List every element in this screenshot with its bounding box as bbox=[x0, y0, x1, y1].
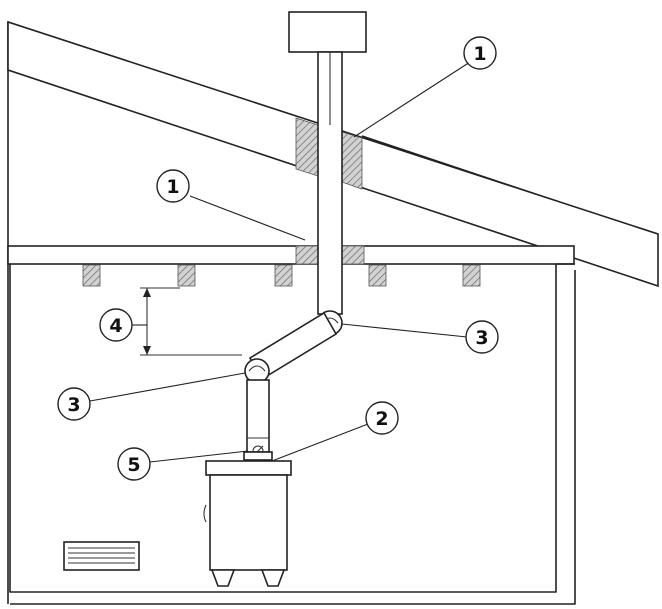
leader-1-mid bbox=[189, 195, 306, 241]
callout-1-top: 1 bbox=[463, 36, 497, 70]
callout-2: 2 bbox=[365, 401, 399, 435]
leader-1-top bbox=[353, 61, 471, 138]
stove-pipe-vertical bbox=[246, 379, 270, 453]
callout-1-mid: 1 bbox=[156, 169, 190, 203]
stove-leg-left bbox=[210, 569, 236, 587]
callout-3-right-label: 3 bbox=[475, 327, 488, 349]
stove-top bbox=[205, 460, 292, 476]
chimney-cap bbox=[288, 11, 367, 53]
callout-4-label: 4 bbox=[109, 315, 122, 337]
ceiling-joist bbox=[462, 264, 481, 287]
callout-3-right: 3 bbox=[465, 320, 499, 354]
ceiling-joist bbox=[177, 264, 196, 287]
roof-insulation-left bbox=[295, 117, 319, 177]
room-inner-walls bbox=[9, 264, 557, 593]
air-vent bbox=[63, 541, 140, 571]
ceiling-joist bbox=[274, 264, 293, 287]
roof-insulation-right bbox=[341, 131, 363, 190]
dimension-arrow-down bbox=[143, 346, 151, 355]
callout-5: 5 bbox=[117, 447, 151, 481]
ceiling-joist bbox=[368, 264, 387, 287]
leader-3-right bbox=[341, 323, 468, 338]
callout-1-mid-label: 1 bbox=[166, 176, 179, 198]
callout-3-left: 3 bbox=[57, 387, 91, 421]
ceiling-insulation-left bbox=[295, 245, 319, 265]
callout-4: 4 bbox=[99, 308, 133, 342]
ceiling-insulation-right bbox=[341, 245, 365, 265]
lower-elbow-seam bbox=[248, 365, 266, 372]
dimension-arrow-up bbox=[143, 288, 151, 297]
ceiling-joist bbox=[82, 264, 101, 287]
stove-body bbox=[209, 474, 288, 571]
stove-collar bbox=[243, 451, 273, 461]
callout-3-left-label: 3 bbox=[67, 394, 80, 416]
stove-handle bbox=[203, 504, 207, 523]
callout-5-label: 5 bbox=[127, 454, 140, 476]
ceiling-slab bbox=[7, 245, 575, 265]
stove-leg-right bbox=[260, 569, 286, 587]
callout-1-top-label: 1 bbox=[473, 43, 486, 65]
leader-2 bbox=[271, 423, 369, 462]
leader-5 bbox=[149, 450, 249, 463]
callout-2-label: 2 bbox=[375, 408, 388, 430]
leader-3-left bbox=[89, 372, 246, 402]
